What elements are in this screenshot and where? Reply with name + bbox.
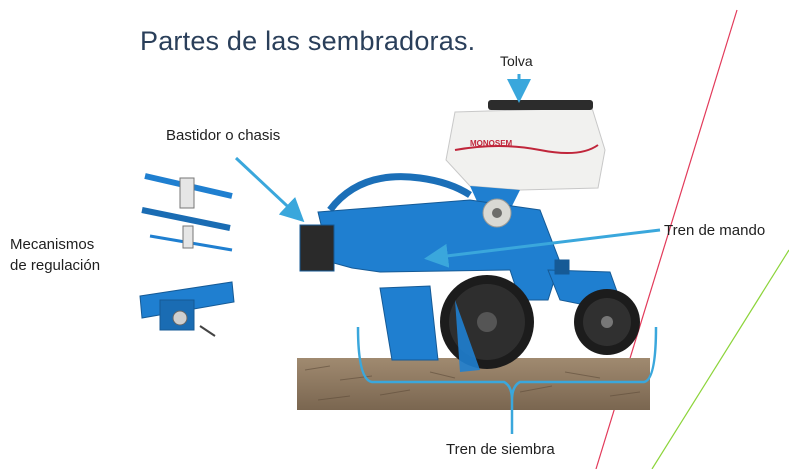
label-mecanismos-line1: Mecanismos (10, 236, 95, 253)
label-tren-mando: Tren de mando (664, 222, 766, 239)
label-bastidor: Bastidor o chasis (166, 127, 281, 144)
tren-mando-arrow (424, 228, 661, 268)
label-mecanismos-line2: de regulación (10, 257, 101, 274)
press-wheel (574, 289, 640, 355)
label-tren-siembra: Tren de siembra (446, 441, 555, 458)
label-mecanismos: Mecanismos de regulación (10, 234, 100, 276)
mechanism-detail-bottom (139, 281, 235, 331)
tren-siembra-bracket (356, 326, 658, 401)
decorative-green-line (651, 249, 789, 469)
bastidor-arrow (234, 156, 305, 223)
seed-wheel (440, 275, 534, 372)
slide-title: Partes de las sembradoras. (140, 26, 476, 56)
hopper-brand: MONOSEM (470, 139, 513, 148)
label-tolva: Tolva (500, 53, 533, 69)
